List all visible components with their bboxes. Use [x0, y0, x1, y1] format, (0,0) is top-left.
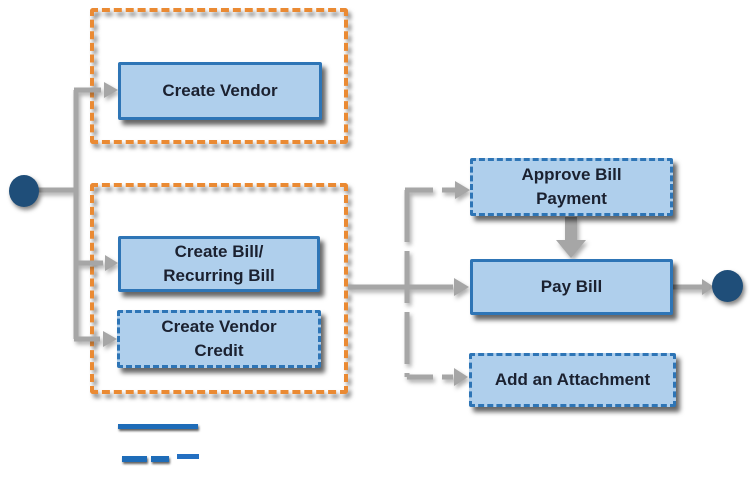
legend-dashed-line-sample-segment [122, 456, 147, 462]
node-create-vendor: Create Vendor [118, 62, 322, 120]
node-add-attachment-label: Add an Attachment [494, 370, 651, 389]
arrowhead-approve [455, 181, 470, 199]
node-approve-bill-payment-label: Approve Bill Payment [521, 165, 622, 208]
node-pay-bill: Pay Bill [470, 259, 673, 315]
legend-dashed-line-sample-segment [151, 456, 169, 462]
node-pay-bill-label: Pay Bill [540, 277, 603, 296]
legend-dashed-line-sample-segment [177, 454, 199, 459]
arrowhead-create-vendor [104, 82, 118, 98]
bill-creation-group-frame [90, 183, 348, 394]
node-create-vendor-credit-label: Create Vendor Credit [161, 317, 277, 360]
node-create-vendor-label: Create Vendor [162, 81, 278, 100]
arrowhead-approve-to-pay [556, 240, 586, 258]
arrowhead-attachment [454, 368, 468, 386]
legend-solid-line-sample [118, 424, 198, 429]
end-node [712, 270, 743, 302]
vendor-setup-group-frame [90, 8, 348, 144]
arrowhead-vendor-credit [103, 331, 117, 347]
arrowhead-end [702, 279, 714, 295]
arrowhead-pay-bill [454, 278, 469, 296]
node-add-attachment: Add an Attachment [469, 353, 676, 407]
start-node [9, 175, 39, 207]
node-create-bill-label: Create Bill/ Recurring Bill [163, 242, 275, 285]
node-approve-bill-payment: Approve Bill Payment [470, 158, 673, 216]
node-create-bill: Create Bill/ Recurring Bill [118, 236, 320, 292]
node-create-vendor-credit: Create Vendor Credit [117, 310, 321, 368]
arrowhead-create-bill [105, 255, 118, 271]
